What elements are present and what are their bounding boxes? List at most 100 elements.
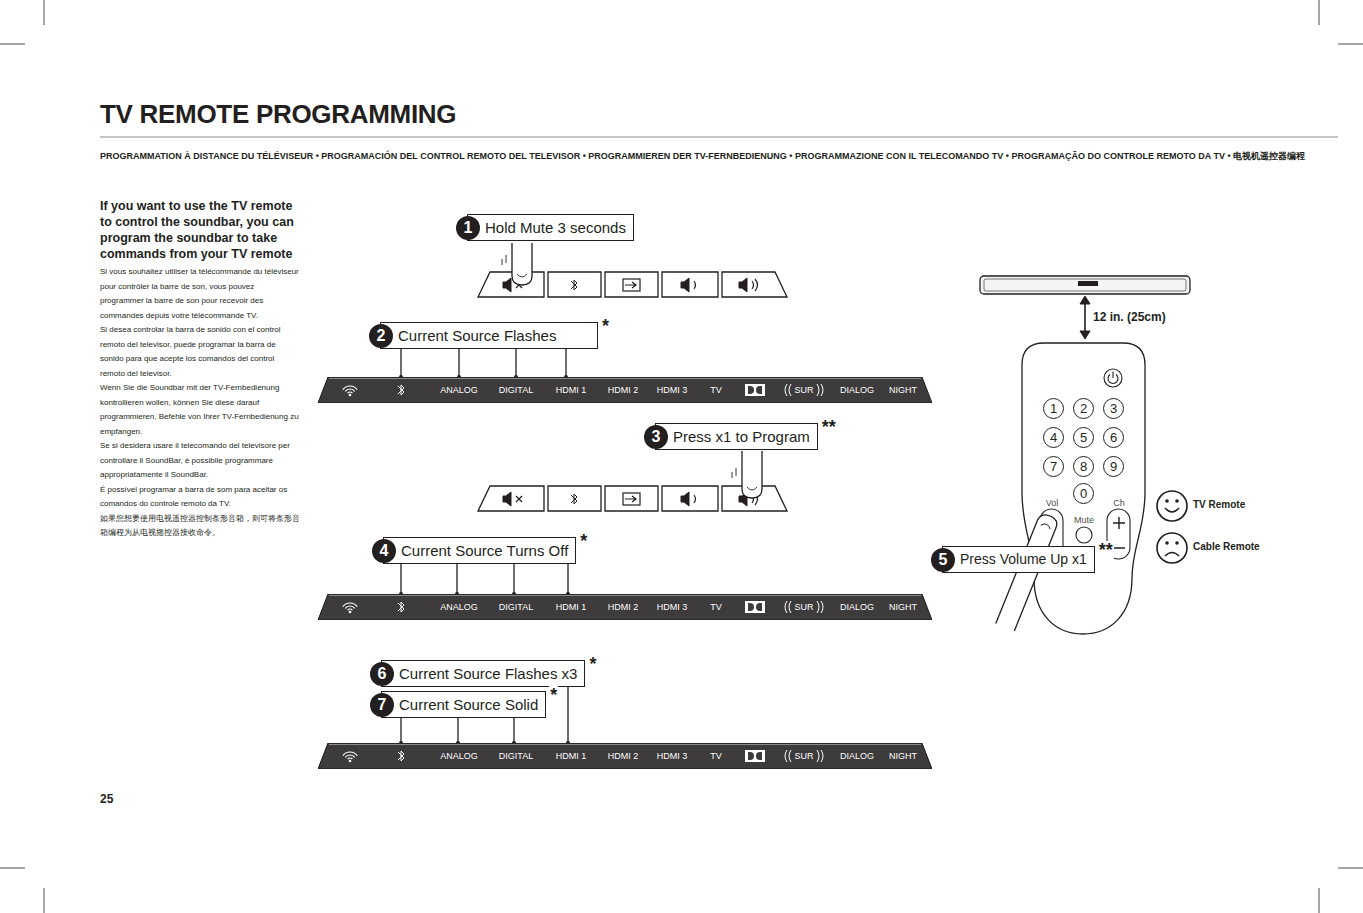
led-indicator-bar: ANALOGDIGITALHDMI 1HDMI 2HDMI 3TVSURDIAL… [318,377,932,403]
speaker-icon [681,278,689,292]
footnote-mark: ** [821,418,837,436]
title-rule [100,137,1338,138]
arrowhead [1080,331,1090,339]
mute-button [1076,527,1092,543]
speaker-icon [503,278,511,292]
leader-line [457,718,458,743]
wifi-icon [345,389,355,391]
leader-line [513,718,514,743]
led-label: HDMI 2 [608,385,639,395]
bar-highlight [329,595,921,596]
crop-mark [1338,868,1363,869]
led-label: TV [710,751,722,761]
button-row [478,486,787,511]
intro-paragraph: Si vous souhaitez utiliser la télécomman… [100,265,300,323]
fingernail [517,274,527,277]
frowning-face [1155,531,1189,565]
wifi-icon [343,386,357,390]
finger [512,243,532,285]
step-callout: 4Current Source Turns Off [383,537,576,564]
dolby-mark [748,386,754,394]
step-number: 6 [370,662,394,686]
intro-paragraph: 如果您想要使用电视遥控器控制条形音箱，则可将条形音箱编程为从电视摇控器接收命令。 [100,512,300,541]
bluetooth-icon [398,751,404,761]
led-label: HDMI 3 [657,385,688,395]
button [722,272,787,297]
wifi-dot [349,394,352,397]
led-label: HDMI 2 [608,751,639,761]
step-callout: 6Current Source Flashes x3 [381,660,585,687]
led-label: DIALOG [840,602,874,612]
led-label: NIGHT [889,751,917,761]
number-key: 3 [1103,398,1124,419]
soundbar [980,276,1190,294]
wifi-dot [349,760,352,763]
button [722,486,787,511]
dolby-mark [756,752,762,760]
button [662,272,718,297]
legend-row: Cable Remote [1155,531,1355,565]
arrowhead [1080,296,1090,304]
intro-paragraph: É possível programar a barra de som para… [100,483,300,512]
crop-mark [0,868,25,869]
rocker-symbols [1113,517,1125,548]
step-number: 1 [456,216,480,240]
input-arrow [625,496,636,502]
leader-line [515,349,516,377]
number-key: 2 [1073,398,1094,419]
step-instruction: Press x1 to Program [673,428,810,445]
smiley-face [1155,489,1189,523]
speaker-icon [739,278,747,292]
led-label: DIALOG [840,751,874,761]
leader-line [567,687,568,743]
legend-row: TV Remote [1155,489,1355,523]
dolby-logo [745,384,765,396]
wifi-dot [349,611,352,614]
dimension-line [1084,302,1086,333]
crop-mark [44,0,45,25]
leader-line [456,564,457,594]
subtitle: PROGRAMMATION À DISTANCE DU TÉLÉVISEUR •… [100,150,1340,162]
led-label: NIGHT [889,602,917,612]
crop-mark [0,44,25,45]
bar-highlight [329,744,921,745]
led-label: TV [710,385,722,395]
button [478,486,544,511]
number-key: 1 [1043,398,1064,419]
input-arrow [625,282,636,288]
led-label: ANALOG [440,602,478,612]
surround-icon [785,601,823,613]
step-instruction: Hold Mute 3 seconds [485,219,626,236]
bar-body [318,743,932,769]
key-label: Mute [1074,515,1094,525]
tv-remote: 1234567890VolChMute [1022,343,1145,634]
leader-line [567,564,568,594]
volume-wave [752,279,758,291]
number-key: 4 [1043,427,1064,448]
bar-body [318,594,932,620]
footnote-mark: * [579,532,588,550]
surround-icon [785,384,823,396]
footnote-mark: ** [1098,541,1114,559]
input-icon [623,493,640,505]
legend-label: Cable Remote [1193,541,1260,552]
led-label: HDMI 3 [657,751,688,761]
footnote-mark: * [549,686,558,704]
led-label: HDMI 1 [556,602,587,612]
wifi-icon [343,752,357,756]
led-label: HDMI 1 [556,751,587,761]
number-key: 9 [1103,456,1124,477]
key-label: Ch [1113,498,1125,508]
crop-mark [44,888,45,913]
bluetooth-icon [398,602,404,612]
step-instruction: Current Source Flashes x3 [399,665,577,682]
step-callout: 7Current Source Solid [381,691,546,718]
fingernail [1041,522,1051,529]
remote-body [1022,343,1145,634]
led-label: ANALOG [440,751,478,761]
leader-line [400,349,401,377]
wifi-icon [348,392,353,393]
power-button [1104,369,1122,387]
number-key: 7 [1043,456,1064,477]
mute-cross [516,496,522,502]
